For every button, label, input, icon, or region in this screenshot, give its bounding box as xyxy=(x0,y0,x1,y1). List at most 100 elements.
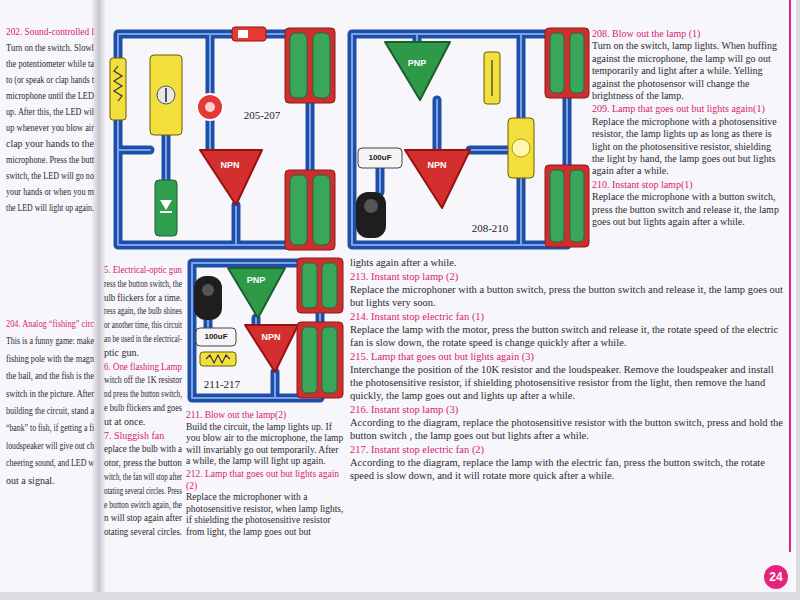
body-text-line: the LED will light up again. xyxy=(6,202,94,214)
body-text-line: loudspeaker will give out ch xyxy=(6,440,94,452)
battery-holder xyxy=(550,170,564,242)
battery-holder xyxy=(297,258,343,313)
section-heading: 209. Lamp that goes out but lights again… xyxy=(592,103,785,115)
resistor-part xyxy=(200,352,236,366)
page-margin-line xyxy=(789,0,791,552)
body-text: Replace the microphone with a button swi… xyxy=(592,191,785,228)
part-label: 100uF xyxy=(204,333,227,342)
body-text: Replace the microphoner with a photosens… xyxy=(186,492,344,538)
resistor-part xyxy=(200,352,236,366)
slide-switch xyxy=(232,27,266,41)
body-text-line: e button switch again, the xyxy=(104,499,182,511)
battery-holder xyxy=(545,28,589,98)
battery-holder xyxy=(322,327,337,393)
battery-holder xyxy=(545,165,589,247)
snap-wire xyxy=(352,34,567,245)
diode-part xyxy=(160,200,172,210)
section-heading: 211. Blow out the lamp(2) xyxy=(186,410,344,422)
battery-holder xyxy=(285,28,335,103)
body-text-line: clap your hands to the xyxy=(6,138,94,150)
led-part xyxy=(197,94,223,120)
body-text-line: the potentiometer while ta xyxy=(6,58,94,70)
body-text: According to the diagram, replace the ph… xyxy=(350,416,784,442)
slide-switch xyxy=(238,30,248,38)
body-text-line: ress again, the bulb shines xyxy=(104,305,182,317)
body-text-line: the bail, and the fish is the xyxy=(6,370,94,382)
body-text-line: switch, the LED will go no xyxy=(6,170,94,182)
body-text-line: microphone. Press the butt xyxy=(6,154,94,166)
led-part xyxy=(197,94,223,120)
section-heading: 7. Sluggish fan xyxy=(104,430,164,442)
battery-holder xyxy=(302,263,317,308)
diode-part xyxy=(155,180,177,236)
resistor-part xyxy=(110,58,126,120)
resistor-part xyxy=(110,58,126,120)
microphone-part xyxy=(194,276,222,320)
page-number-badge: 24 xyxy=(764,565,788,589)
body-text-line: microphone until the LED xyxy=(6,90,94,102)
battery-holder xyxy=(550,33,564,93)
battery-holder xyxy=(545,165,589,247)
microphone-part xyxy=(202,284,214,296)
circuit-number: 208-210 xyxy=(472,222,509,234)
body-text-line: switch in the picture. After xyxy=(6,388,94,400)
section-heading: 212. Lamp that goes out but lights again… xyxy=(186,469,344,492)
snap-wire xyxy=(118,34,310,245)
battery-holder xyxy=(313,175,330,245)
led-part xyxy=(205,102,215,112)
part-label: NPN xyxy=(220,161,239,171)
resistor-part xyxy=(484,52,500,104)
capacitor-part xyxy=(358,148,402,168)
battery-holder xyxy=(313,33,330,98)
body-text-line: your hands or when you m xyxy=(6,186,94,198)
pnp-transistor xyxy=(385,42,450,100)
lamp-part xyxy=(508,118,534,178)
battery-holder xyxy=(297,322,343,398)
resistor-part xyxy=(206,355,230,363)
snap-wire xyxy=(352,34,567,245)
snap-wire xyxy=(352,34,567,245)
body-text-line: ulb flickers for a time. xyxy=(104,292,182,304)
body-text-line: witch, the fan will stop after xyxy=(104,471,182,483)
diode-part xyxy=(160,211,172,213)
body-text: Replace the microphoner with a button sw… xyxy=(350,283,784,309)
pnp-transistor xyxy=(385,42,450,100)
battery-holder xyxy=(545,28,589,98)
npn-transistor xyxy=(200,150,262,205)
part-label: PNP xyxy=(408,59,427,69)
page-fold xyxy=(92,0,106,592)
capacitor-part xyxy=(196,328,236,346)
microphone-part xyxy=(364,199,378,213)
microphone-part xyxy=(194,276,222,320)
body-text-line: eplace the bulb with a xyxy=(104,443,182,455)
section-heading: 210. Instant stop lamp(1) xyxy=(592,179,785,191)
battery-holder xyxy=(290,175,307,245)
npn-transistor xyxy=(245,325,298,372)
body-text-line: out a signal. xyxy=(6,475,55,487)
body-text-line: otating several circles. Press xyxy=(104,485,182,497)
diode-part xyxy=(155,180,177,236)
text-column: lights again after a while.213. Instant … xyxy=(350,256,784,482)
section-heading: 216. Instant stop lamp (3) xyxy=(350,403,784,416)
section-heading: 213. Instant stop lamp (2) xyxy=(350,270,784,283)
potentiometer-part xyxy=(150,55,182,135)
battery-holder xyxy=(285,170,335,250)
body-text: Replace the lamp with the motor, press t… xyxy=(350,323,784,349)
section-heading: 204. Analog “fishing” circ xyxy=(6,318,94,330)
body-text-line: otor, press the button xyxy=(104,457,182,469)
capacitor-part xyxy=(358,148,402,168)
resistor-part xyxy=(491,60,492,96)
circuit-number: 211-217 xyxy=(204,378,240,390)
body-text-line: n will stop again after xyxy=(104,512,182,524)
section-heading: 215. Lamp that goes out but lights again… xyxy=(350,350,784,363)
npn-transistor xyxy=(245,325,298,372)
potentiometer-part xyxy=(157,86,175,104)
body-text: Build the circuit, the lamp lights up. I… xyxy=(186,422,344,468)
body-text-line: or another time, this circuit xyxy=(104,319,182,331)
body-text-line: cheering sound, and LED w xyxy=(6,457,94,469)
pnp-transistor xyxy=(228,268,285,318)
body-text-line: witch off the 1K resistor xyxy=(104,374,182,386)
section-heading: 202. Sound-controlled l xyxy=(6,26,94,38)
